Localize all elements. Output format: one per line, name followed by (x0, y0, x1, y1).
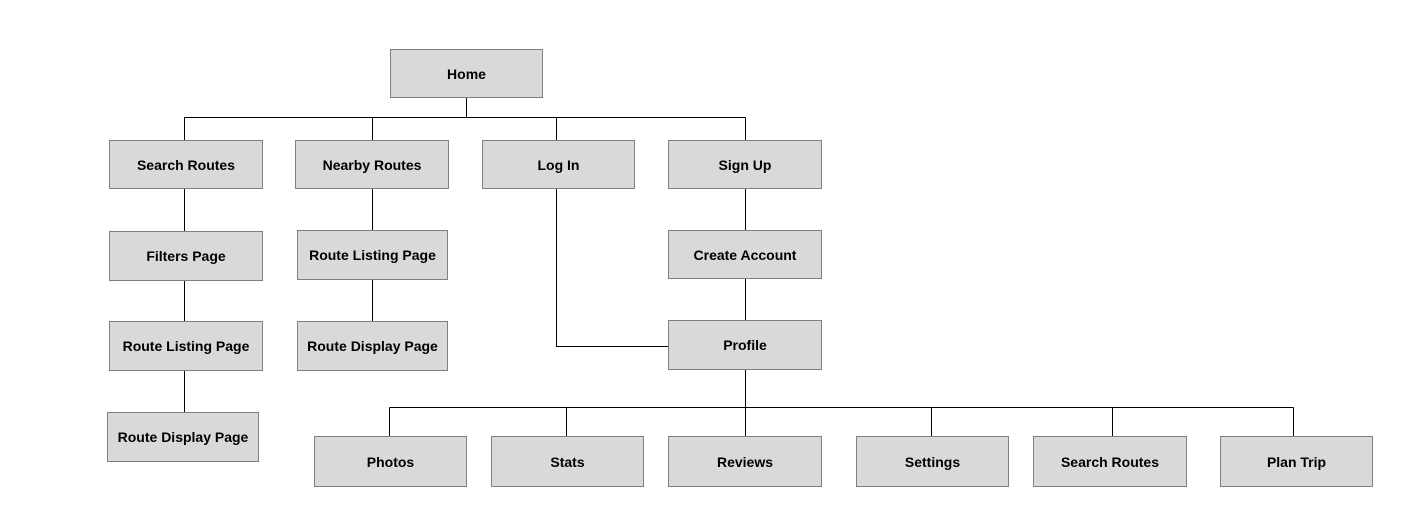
node-filters-page: Filters Page (109, 231, 263, 281)
node-search-routes-profile: Search Routes (1033, 436, 1187, 487)
node-log-in: Log In (482, 140, 635, 189)
node-search-routes: Search Routes (109, 140, 263, 189)
node-route-listing-page-nearby: Route Listing Page (297, 230, 448, 280)
node-photos: Photos (314, 436, 467, 487)
node-create-account: Create Account (668, 230, 822, 279)
node-stats: Stats (491, 436, 644, 487)
node-home: Home (390, 49, 543, 98)
node-profile: Profile (668, 320, 822, 370)
node-sign-up: Sign Up (668, 140, 822, 189)
node-route-display-page-nearby: Route Display Page (297, 321, 448, 371)
node-settings: Settings (856, 436, 1009, 487)
node-reviews: Reviews (668, 436, 822, 487)
node-route-listing-page: Route Listing Page (109, 321, 263, 371)
node-plan-trip: Plan Trip (1220, 436, 1373, 487)
node-nearby-routes: Nearby Routes (295, 140, 449, 189)
node-route-display-page: Route Display Page (107, 412, 259, 462)
connector-login-to-profile (556, 188, 669, 347)
